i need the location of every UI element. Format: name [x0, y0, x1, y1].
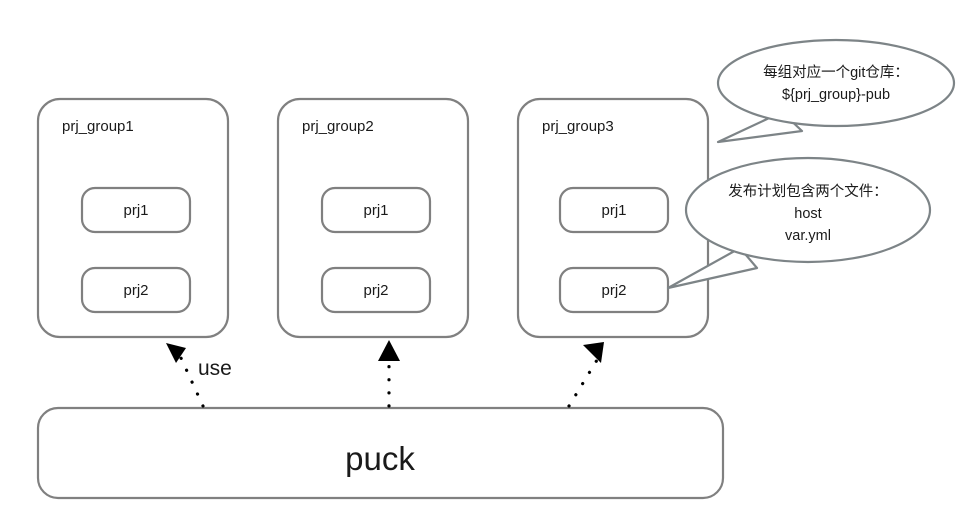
project-outline [320, 186, 432, 234]
callout-line-1: 发布计划包含两个文件： [728, 183, 888, 200]
callout-tail [666, 246, 759, 290]
edge-label-use: use [198, 357, 232, 380]
edge-arrowhead [378, 340, 400, 361]
project-box-prj1[interactable]: prj1 [558, 186, 670, 234]
group-box-prj_group3[interactable]: prj_group3 prj1 prj2 [516, 97, 710, 339]
callout-bubble [684, 156, 932, 264]
group-label: prj_group3 [542, 118, 614, 135]
edge-arrowhead [583, 342, 604, 363]
edge-puck-to-prj_group2[interactable] [378, 340, 400, 408]
project-outline [558, 266, 670, 314]
project-outline [320, 266, 432, 314]
callout-line-2: ${prj_group}-pub [782, 87, 890, 103]
project-label: prj1 [123, 202, 148, 219]
project-label: prj2 [123, 282, 148, 299]
project-box-prj2[interactable]: prj2 [320, 266, 432, 314]
group-box-prj_group1[interactable]: prj_group1 prj1 prj2 [36, 97, 230, 339]
edge-dotted-line [179, 356, 205, 408]
platform-box-puck[interactable]: puck [36, 406, 725, 500]
project-label: prj1 [601, 202, 626, 219]
edge-puck-to-prj_group1[interactable]: use [166, 343, 232, 408]
project-box-prj2[interactable]: prj2 [558, 266, 670, 314]
project-label: prj1 [363, 202, 388, 219]
project-label: prj2 [601, 282, 626, 299]
project-box-prj1[interactable]: prj1 [80, 186, 192, 234]
callout-git-repo[interactable]: 每组对应一个git仓库： ${prj_group}-pub [716, 38, 956, 144]
platform-label: puck [345, 440, 415, 477]
edge-puck-to-prj_group3[interactable] [567, 342, 604, 408]
project-box-prj2[interactable]: prj2 [80, 266, 192, 314]
edge-dotted-line [567, 358, 599, 408]
callout-line-2: host [794, 206, 821, 222]
project-outline [558, 186, 670, 234]
callout-bubble [716, 38, 956, 128]
project-outline [80, 266, 192, 314]
edge-arrowhead [166, 343, 186, 363]
callout-line-1: 每组对应一个git仓库： [763, 63, 909, 81]
platform-outline [36, 406, 725, 500]
project-box-prj1[interactable]: prj1 [320, 186, 432, 234]
group-label: prj_group1 [62, 118, 134, 135]
project-outline [80, 186, 192, 234]
callout-release-plan[interactable]: 发布计划包含两个文件： host var.yml [666, 156, 932, 290]
group-box-prj_group2[interactable]: prj_group2 prj1 prj2 [276, 97, 470, 339]
project-label: prj2 [363, 282, 388, 299]
group-label: prj_group2 [302, 118, 374, 135]
callout-line-3: var.yml [785, 228, 831, 244]
